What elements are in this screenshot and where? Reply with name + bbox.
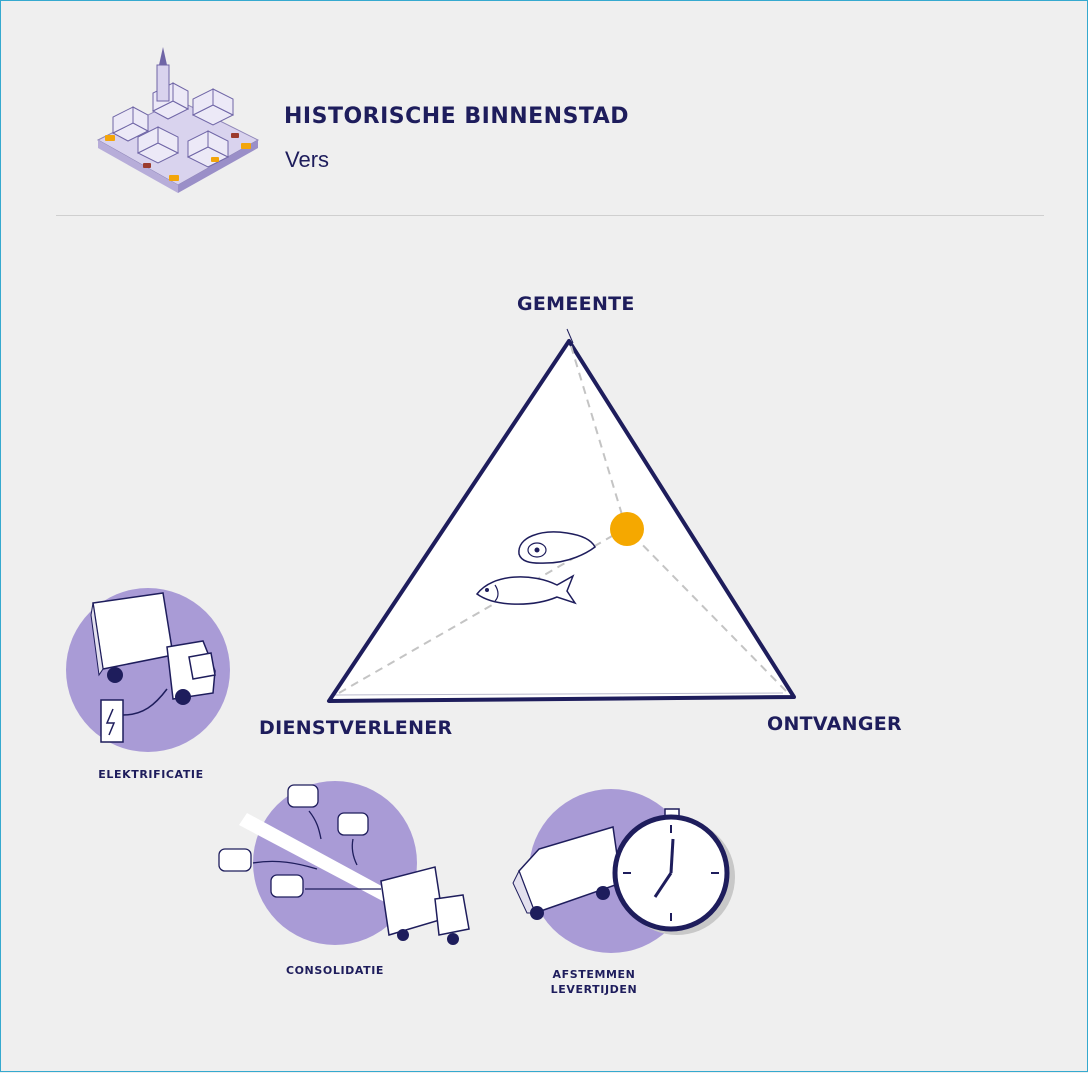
stopwatch-van-icon [512, 789, 735, 953]
van-consolidation-icon [218, 781, 470, 945]
solution-label-afstemmen-line1: AFSTEMMEN [552, 968, 636, 981]
meat-icon [518, 531, 596, 564]
vertex-label-dienstverlener: DIENSTVERLENER [259, 717, 453, 739]
city-illustration-icon [96, 47, 260, 193]
solution-label-elektrificatie: ELEKTRIFICATIE [98, 768, 204, 781]
solution-label-afstemmen-line2: LEVERTIJDEN [550, 983, 638, 996]
header-divider [56, 215, 1044, 216]
solution-label-afstemmen: AFSTEMMEN LEVERTIJDEN [539, 967, 649, 997]
position-marker [610, 512, 644, 546]
page-subtitle: Vers [285, 147, 330, 172]
page-title: HISTORISCHE BINNENSTAD [284, 104, 630, 129]
solution-label-consolidatie: CONSOLIDATIE [285, 964, 385, 977]
vertex-label-ontvanger: ONTVANGER [767, 713, 902, 735]
fish-icon [475, 574, 577, 605]
electric-truck-icon [66, 588, 230, 752]
vertex-label-gemeente: GEMEENTE [517, 293, 635, 315]
